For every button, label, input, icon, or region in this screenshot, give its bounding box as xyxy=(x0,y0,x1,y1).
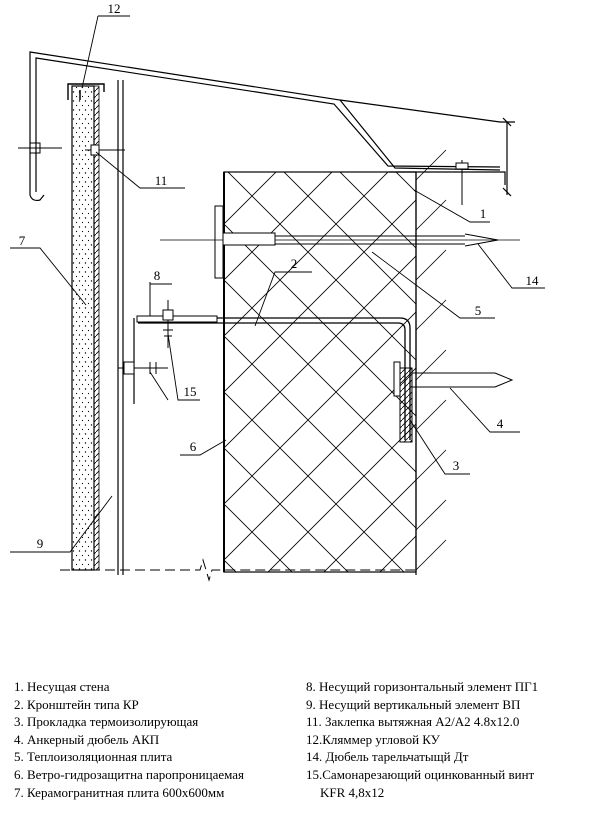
legend-item: 12.Кляммер угловой КУ xyxy=(306,731,440,747)
porcelain-panel xyxy=(71,85,100,571)
legend-item: 15.Самонарезающий оцинкованный винт xyxy=(306,766,535,782)
rivet xyxy=(85,144,125,156)
callout-5: 5 xyxy=(475,303,482,318)
callout-labels: 12 11 7 1 8 2 14 5 15 6 4 3 9 xyxy=(19,1,539,551)
callout-9: 9 xyxy=(37,536,44,551)
vertical-profile xyxy=(117,80,135,575)
legend-item: 4. Анкерный дюбель АКП xyxy=(14,731,160,747)
bracket xyxy=(138,317,411,440)
load-bearing-wall xyxy=(223,149,447,575)
parapet-flashing xyxy=(29,51,515,202)
callout-11: 11 xyxy=(155,173,168,188)
legend-item: 8. Несущий горизонтальный элемент ПГ1 xyxy=(306,679,539,694)
facade-section-drawing: 12 11 7 1 8 2 14 5 15 6 4 3 9 xyxy=(10,1,545,582)
legend-item: 14. Дюбель тарельчатыщй Дт xyxy=(306,749,469,765)
callout-2: 2 xyxy=(291,256,298,271)
anchor-dowel xyxy=(393,361,514,397)
callout-14: 14 xyxy=(526,273,540,288)
callout-7: 7 xyxy=(19,233,26,248)
flashing-fixing-bolt xyxy=(18,142,62,154)
callout-6: 6 xyxy=(190,439,197,454)
callout-15: 15 xyxy=(184,384,197,399)
legend-item: 1. Несущая стена xyxy=(14,679,110,694)
legend-item: 11. Заклепка вытяжная А2/А2 4.8х12.0 xyxy=(306,714,520,730)
callout-3: 3 xyxy=(453,458,460,473)
insulation-dowel xyxy=(160,205,520,279)
callout-1: 1 xyxy=(480,206,487,221)
legend-item: 3. Прокладка термоизолирующая xyxy=(14,714,199,730)
callout-12: 12 xyxy=(108,1,121,16)
leader-lines xyxy=(10,15,545,553)
legend-item: 2. Кронштейн типа КР xyxy=(14,696,139,712)
legend-item: KFR 4,8х12 xyxy=(320,784,385,800)
legend-item: 5. Теплоизоляционная плита xyxy=(14,749,173,765)
legend-left-column: 1. Несущая стена 2. Кронштейн типа КР 3.… xyxy=(14,678,244,801)
horizontal-rail xyxy=(136,282,218,323)
corner-clip xyxy=(67,83,105,100)
legend-item: 7. Керамогранитная плита 600х600мм xyxy=(14,784,225,800)
callout-8: 8 xyxy=(154,268,161,283)
self-tapping-screw xyxy=(118,300,174,375)
thermal-gasket xyxy=(399,367,413,443)
legend-right-column: 8. Несущий горизонтальный элемент ПГ1 9.… xyxy=(306,678,538,801)
break-line xyxy=(60,558,420,582)
legend-item: 6. Ветро-гидрозащитна паропроницаемая xyxy=(14,766,245,782)
legend-item: 9. Несущий вертикальный элемент ВП xyxy=(306,696,521,712)
callout-4: 4 xyxy=(497,416,504,431)
roof-bolt xyxy=(455,160,469,205)
